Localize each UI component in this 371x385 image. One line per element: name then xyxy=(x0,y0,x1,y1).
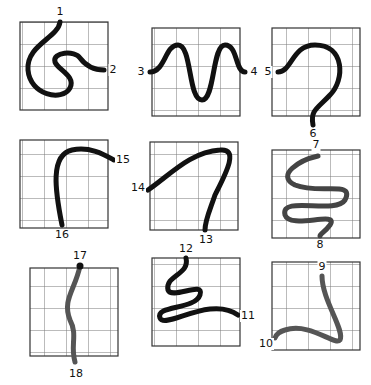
grid xyxy=(152,28,240,116)
callout-number: 15 xyxy=(115,154,131,166)
callout-number: 12 xyxy=(178,243,194,255)
curve xyxy=(67,266,80,362)
curve xyxy=(278,45,340,125)
grid-panels xyxy=(20,22,360,356)
callout-number: 18 xyxy=(68,368,84,380)
grid xyxy=(20,22,108,110)
curve xyxy=(275,276,341,341)
curve xyxy=(160,258,238,321)
curves xyxy=(28,22,347,362)
callout-number: 3 xyxy=(137,66,146,78)
curve xyxy=(285,156,347,236)
callout-number: 11 xyxy=(240,310,256,322)
callout-number: 9 xyxy=(318,261,327,273)
end-dot xyxy=(77,263,84,270)
curve xyxy=(28,22,104,95)
curve xyxy=(56,149,114,225)
callout-number: 16 xyxy=(54,229,70,241)
grid xyxy=(272,150,360,238)
callout-number: 13 xyxy=(198,234,214,246)
curve xyxy=(148,150,230,230)
grid xyxy=(272,262,360,350)
callout-number: 7 xyxy=(312,139,321,151)
callout-number: 14 xyxy=(130,182,146,194)
callout-number: 8 xyxy=(316,239,325,251)
callout-number: 10 xyxy=(258,338,274,350)
grid xyxy=(152,258,240,346)
callout-number: 2 xyxy=(109,64,118,76)
callout-number: 1 xyxy=(56,6,65,18)
callout-number: 5 xyxy=(264,66,273,78)
callout-number: 4 xyxy=(250,66,259,78)
callout-number: 17 xyxy=(72,250,88,262)
curve xyxy=(150,45,245,100)
